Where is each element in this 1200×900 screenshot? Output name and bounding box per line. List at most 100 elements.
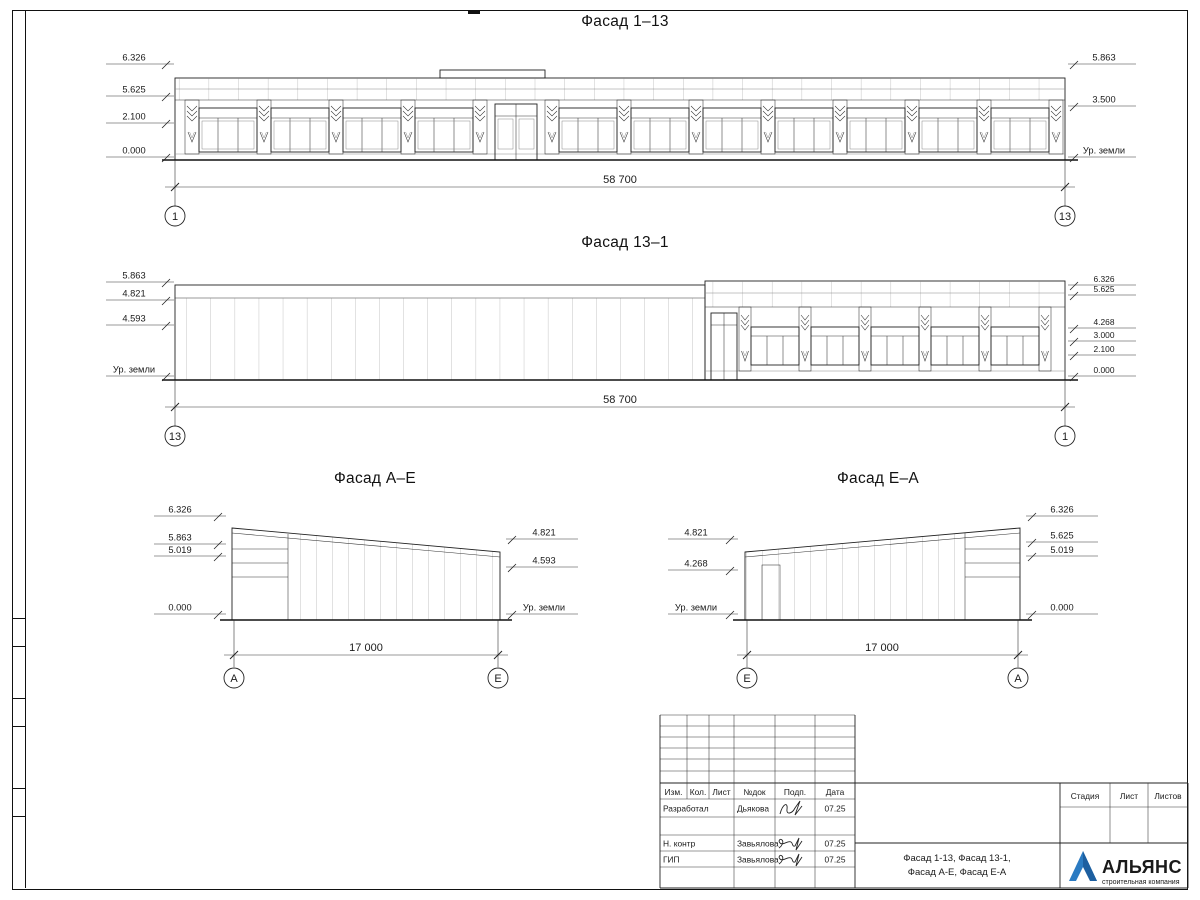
dimension-58700: 58 700 (165, 160, 1075, 206)
level-mark-label: 5.863 (122, 271, 145, 281)
level-mark-label: 4.821 (122, 289, 145, 299)
dimension-58700: 58 700 (165, 380, 1075, 426)
col-podp: Подп. (784, 787, 806, 797)
logo-triangle-shade (1083, 851, 1097, 881)
level-mark-label: 0.000 (122, 146, 145, 156)
role-gip: ГИП (663, 855, 680, 865)
col-list: Лист (712, 787, 730, 797)
building-elevation (162, 280, 1078, 381)
building-elevation (220, 527, 512, 621)
level-mark-label: 2.100 (122, 112, 145, 122)
level-mark-label: 0.000 (1050, 603, 1073, 613)
logo-tagline: строительная компания (1102, 879, 1180, 886)
level-mark-label: 4.268 (1094, 317, 1115, 327)
level-mark-label: 5.625 (1094, 284, 1115, 294)
margin-tick (12, 646, 25, 647)
ground-level-label: Ур. земли (675, 603, 717, 613)
col-ndok: №док (743, 787, 766, 797)
sheet-frame (12, 10, 1188, 890)
level-mark-label: 0.000 (168, 603, 191, 613)
signature-developer (779, 800, 803, 816)
level-mark-label: 6.326 (168, 505, 191, 515)
signature-rows: Разработал Дьякова 07.25 Н. контр Завьял… (663, 800, 846, 867)
signature-gip (778, 853, 803, 867)
dim-label: 17 000 (865, 642, 899, 654)
axis-bubbles: А Е (223, 667, 509, 689)
entrance-door (494, 103, 538, 161)
axis-label-right: 1 (1062, 431, 1068, 443)
level-marks-left: 6.326 5.863 5.019 0.000 (154, 505, 226, 620)
dim-label: 58 700 (603, 394, 637, 406)
level-mark-label: 0.000 (1094, 365, 1115, 375)
level-marks-right: 6.326 5.625 5.019 0.000 (1026, 505, 1098, 620)
date-ncontr: 07.25 (825, 839, 846, 849)
binding-margin-line (25, 10, 26, 888)
ground-level-label: Ур. земли (1083, 146, 1125, 156)
name-ncontr: Завьялова (737, 839, 779, 849)
axis-label-left: Е (743, 673, 750, 685)
level-marks-left: 4.821 4.268 Ур. земли (668, 528, 738, 620)
level-mark-label: 3.500 (1092, 95, 1115, 105)
col-izm: Изм. (665, 787, 683, 797)
facade-e-a-title: Фасад Е–А (836, 470, 920, 487)
dim-label: 17 000 (349, 642, 383, 654)
axis-bubbles: Е А (736, 667, 1029, 689)
col-data: Дата (826, 787, 845, 797)
title-block-grid (659, 714, 1189, 889)
revision-header-row: Изм. Кол. Лист №док Подп. Дата (665, 787, 845, 797)
margin-tick (12, 698, 25, 699)
title-block: Изм. Кол. Лист №док Подп. Дата Разработа… (659, 714, 1189, 889)
axis-bubbles: 13 1 (164, 425, 1076, 447)
col-kol: Кол. (690, 787, 707, 797)
dim-label: 58 700 (603, 174, 637, 186)
dimension-17000: 17 000 (737, 620, 1028, 667)
level-mark-label: 5.019 (168, 545, 191, 555)
company-logo: АЛЬЯНС строительная компания (1069, 851, 1182, 886)
level-marks-right: 4.821 4.593 Ур. земли (506, 528, 578, 620)
doc-title-line1: Фасад 1-13, Фасад 13-1, (903, 853, 1010, 864)
level-mark-label: 5.625 (1050, 531, 1073, 541)
ground-level-label: Ур. земли (523, 603, 565, 613)
building-elevation (733, 527, 1032, 621)
axis-label-left: А (230, 673, 238, 685)
name-gip: Завьялова (737, 855, 779, 865)
facade-a-e-drawing: 17 000 А Е 6.326 5.863 5.019 0.000 4.821… (154, 505, 578, 689)
signature-ncontr (778, 837, 803, 851)
margin-tick (12, 618, 25, 619)
level-mark-label: 5.863 (168, 533, 191, 543)
rear-entrance-door (710, 312, 738, 381)
axis-label-right: Е (494, 673, 501, 685)
level-mark-label: 4.268 (684, 559, 707, 569)
axis-bubbles: 1 13 (164, 205, 1076, 227)
margin-tick (12, 816, 25, 817)
level-marks-left: 6.326 5.625 2.100 0.000 (106, 53, 174, 163)
logo-name: АЛЬЯНС (1102, 857, 1182, 877)
facade-1-13-drawing: 58 700 1 13 6.326 5.625 2.100 0.000 5.86… (106, 53, 1136, 227)
document-title-cell: Фасад 1-13, Фасад 13-1, Фасад А-Е, Фасад… (903, 853, 1010, 878)
facade-13-1-title: Фасад 13–1 (581, 234, 669, 251)
level-mark-label: 6.326 (1050, 505, 1073, 515)
stage-header: Стадия Лист Листов (1071, 791, 1182, 801)
doc-title-line2: Фасад А-Е, Фасад Е-А (908, 867, 1007, 878)
level-mark-label: 4.593 (122, 314, 145, 324)
level-mark-label: 4.593 (532, 556, 555, 566)
role-developer: Разработал (663, 804, 709, 814)
frame-zone-tick (468, 10, 480, 14)
sheets-label: Листов (1154, 791, 1182, 801)
level-mark-label: 4.821 (684, 528, 707, 538)
sheet-label: Лист (1120, 791, 1138, 801)
building-elevation (162, 69, 1078, 161)
level-marks-left: 5.863 4.821 4.593 Ур. земли (106, 271, 174, 382)
level-mark-label: 6.326 (122, 53, 145, 63)
axis-label-right: А (1014, 673, 1022, 685)
level-mark-label: 4.821 (532, 528, 555, 538)
facade-a-e-title: Фасад А–Е (333, 470, 417, 487)
ground-level-label: Ур. земли (113, 365, 155, 375)
name-developer: Дьякова (737, 804, 769, 814)
level-mark-label: 6.326 (1094, 274, 1115, 284)
axis-label-left: 13 (169, 431, 181, 443)
facade-13-1-drawing: 58 700 13 1 5.863 4.821 4.593 Ур. земли … (106, 271, 1136, 447)
level-mark-label: 3.000 (1094, 330, 1115, 340)
level-mark-label: 5.625 (122, 85, 145, 95)
facade-e-a-drawing: 17 000 Е А 4.821 4.268 Ур. земли 6.326 5… (668, 505, 1098, 689)
